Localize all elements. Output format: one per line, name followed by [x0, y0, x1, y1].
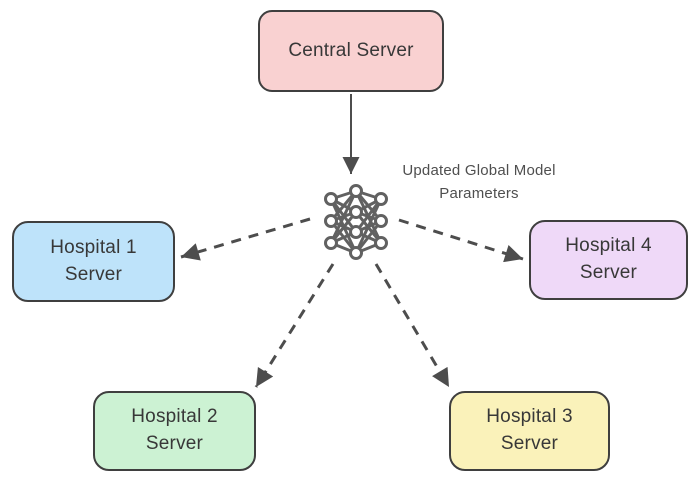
arrow-model-to-hospital-1 [180, 217, 311, 261]
node-label-line1: Hospital 4 [565, 235, 652, 257]
node-label-line1: Hospital 1 [50, 236, 137, 258]
arrow-model-to-hospital-4 [398, 218, 524, 263]
edge-annotation-line1: Updated Global Model [402, 162, 556, 179]
node-hospital-1-server: Hospital 1 Server [12, 221, 175, 302]
neural-network-icon [324, 184, 388, 260]
edge-annotation: Updated Global Model Parameters [386, 160, 572, 205]
node-label-line2: Server [500, 433, 559, 454]
node-label-line1: Hospital 3 [486, 406, 573, 428]
node-hospital-3-server: Hospital 3 Server [449, 391, 610, 471]
node-hospital-2-server: Hospital 2 Server [93, 391, 256, 471]
edge-annotation-line2: Parameters [439, 184, 519, 202]
arrow-model-to-hospital-3 [374, 263, 451, 388]
node-label-line2: Server [64, 263, 123, 285]
node-label: Central Server [288, 39, 414, 61]
node-label-line1: Hospital 2 [131, 406, 218, 428]
node-label-line2: Server [145, 433, 204, 454]
arrow-model-to-hospital-2 [254, 263, 335, 388]
node-hospital-4-server: Hospital 4 Server [529, 220, 688, 300]
node-label-line2: Server [579, 262, 638, 283]
node-central-server: Central Server [258, 10, 444, 92]
